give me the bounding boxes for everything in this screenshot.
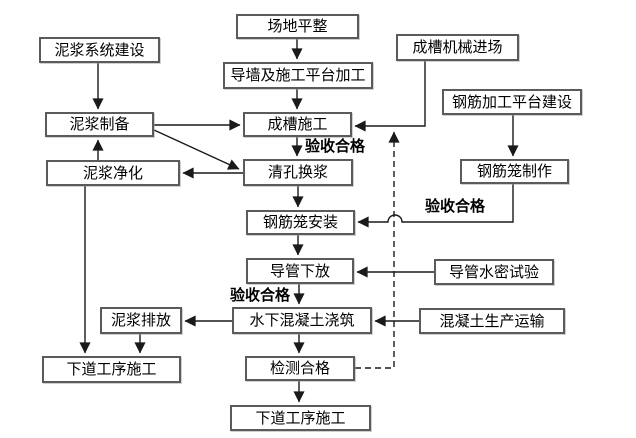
flow-node-concrete-production: 混凝土生产运输 [419,308,565,334]
flow-node-rebar-cage-install: 钢筋笼安装 [246,210,355,235]
flow-node-tremie-watertight-test: 导管水密试验 [434,259,554,285]
edge-label-acceptance-after-cage-fabrication: 验收合格 [425,198,486,215]
flow-node-trenching: 成槽施工 [243,112,352,137]
arrow-trench-machine-to-trenching [354,61,426,132]
flow-node-mud-purification: 泥浆净化 [46,160,180,186]
flow-node-tremie-lowering: 导管下放 [246,258,354,284]
flow-node-hole-clean-slurry: 清孔换浆 [243,159,353,186]
arrow-dashed-inspection-feedback-to-trenching [355,131,400,369]
arrow-cage-fabrication-to-cage-install [357,184,514,228]
flow-node-underwater-concrete: 水下混凝土浇筑 [232,307,372,334]
edge-label-acceptance-after-tremie-lowering: 验收合格 [230,287,291,304]
flow-node-next-process-left: 下道工序施工 [42,356,181,383]
flow-node-rebar-cage-fabricate: 钢筋笼制作 [460,159,569,184]
flow-node-guide-wall-platform: 导墙及施工平台加工 [223,62,373,89]
arrow-mud-preparation-to-hole-clean [153,129,240,170]
flow-node-inspection-pass: 检测合格 [245,356,355,381]
flow-node-trench-machine-entry: 成槽机械进场 [396,34,519,61]
flow-node-next-process-bottom: 下道工序施工 [230,405,371,431]
flow-node-mud-preparation: 泥浆制备 [45,112,154,137]
flow-node-site-leveling: 场地平整 [236,14,359,39]
flow-node-rebar-platform-build: 钢筋加工平台建设 [442,89,582,115]
flow-node-mud-discharge: 泥浆排放 [100,307,182,334]
edge-label-acceptance-after-trenching: 验收合格 [305,138,366,155]
flow-node-mud-system: 泥浆系统建设 [39,37,160,63]
